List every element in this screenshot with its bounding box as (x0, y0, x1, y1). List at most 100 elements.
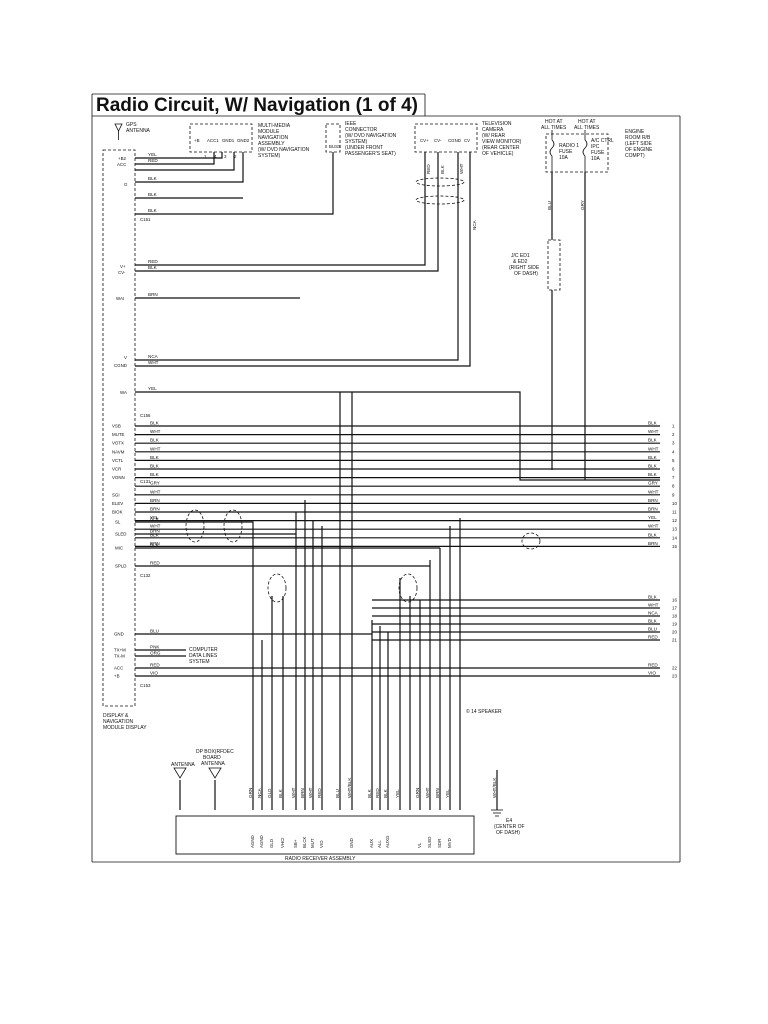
bus-pin-name: VOTX (112, 441, 124, 446)
ieee-label-2: CONNECTOR (345, 127, 378, 133)
bus-wire-label-right: BRN (648, 541, 658, 546)
jb-label-4: OF DASH) (514, 271, 538, 277)
bus-wire-label-right: BRN (648, 498, 658, 503)
bus-wire-label: BLK (150, 472, 160, 477)
bus-wire-label: BRN (150, 541, 160, 546)
receiver-pin-label: AGND (250, 835, 255, 848)
bus-row-number: 4 (672, 449, 675, 454)
wire-label-blk-4: BLK (148, 265, 158, 270)
camera-wire-wht: WHT (459, 163, 464, 174)
upper-pin-labels: +B2 YEL ACC RED BLK G BLK BLK V+ RED CV-… (114, 152, 159, 395)
hot-label-3: HOT AT (578, 119, 596, 125)
tv-pin-cgnd: CGND (448, 138, 461, 143)
wire-label-nca: NCA (148, 354, 159, 359)
mid-pin-name: MIC (115, 546, 123, 551)
pin-name-v: V (124, 355, 127, 360)
mm-label-3: NAVIGATION (258, 135, 288, 141)
bus-row-number: 9 (672, 492, 675, 497)
power-supply: HOT AT ALL TIMES HOT AT ALL TIMES RADIO … (541, 119, 653, 210)
lower-row-number: 16 (672, 598, 677, 603)
data-pin-name: TX-M (114, 654, 125, 659)
lower-row-number: 20 (672, 630, 677, 635)
bottom-wire-label: GLD (267, 788, 272, 798)
bus-row-number: 3 (672, 441, 675, 446)
connector-id-c151: C151 (140, 217, 151, 222)
bottom-wire-label: GRN (248, 788, 253, 798)
receiver-pin-label: VHCI (280, 838, 285, 849)
fuse-wire-blu: BLU (547, 201, 552, 210)
engine-room-label-3: (LEFT SIDE (625, 141, 653, 147)
bottom-wire-label: NCA (257, 787, 262, 798)
camera-wire-red: RED (426, 164, 431, 174)
bottom-wire-label: WHT (425, 787, 430, 798)
bottom-wire-label: YEL (395, 789, 400, 798)
ieee-pin-buss: BUSS (329, 144, 341, 149)
junction-block: J/C ED1 & ED2 (RIGHT SIDE OF DASH) (509, 239, 561, 291)
mm-pin-b: +B (194, 138, 200, 143)
mm-pin-num-2: 2 (234, 154, 237, 159)
fuse1-label-1: RADIO 1 (559, 143, 579, 149)
wire-label-brn: BRN (148, 292, 158, 297)
pin-name-wai: WAI (116, 296, 124, 301)
ground-label-2: (CENTER OF (494, 824, 525, 830)
data-pin-name: TX+M (114, 648, 126, 653)
bus-pin-name: VSB (112, 424, 121, 429)
page-title: Radio Circuit, W/ Navigation (1 of 4) (96, 95, 418, 116)
lower-row-number: 17 (672, 606, 677, 611)
receiver-pin-label: AGND (259, 835, 264, 848)
bus-pin-name: ELEV (112, 501, 123, 506)
bus-row-number: 2 (672, 432, 675, 437)
gps-antenna: GPS ANTENNA (114, 122, 151, 140)
connector-id-c131: C131 (140, 479, 151, 484)
ground-label-1: E4 (506, 818, 512, 824)
receiver-pin-label: AUX (369, 839, 374, 848)
receiver-pin-label: SLED (427, 837, 432, 848)
title-banner: Radio Circuit, W/ Navigation (1 of 4) (91, 93, 426, 116)
computer-data-lines: COMPUTER DATA LINES SYSTEM (189, 647, 218, 665)
data-wire-label: VIO (150, 671, 158, 676)
bus-wire-label-right: GRY (648, 481, 658, 486)
data-wire-label: RED (150, 663, 160, 668)
fuse2-label-1: A/C CTRL (591, 138, 614, 144)
ieee-connector-outline (325, 123, 341, 153)
end-row-number: 23 (672, 674, 677, 679)
mid-pin-name: SL (115, 520, 121, 525)
bus-wire-label: WHT (150, 489, 161, 494)
wire-label-yel-2: YEL (148, 386, 157, 391)
data-pin-name: GND (114, 632, 124, 637)
pin-name-v-plus: V+ (120, 264, 126, 269)
end-wire-label: VIO (648, 671, 656, 676)
tv-camera-outline (414, 123, 478, 153)
data-pin-name: +B (114, 674, 120, 679)
bus-pin-name: MUTE (112, 432, 125, 437)
wire-label-blk-2: BLK (148, 192, 158, 197)
bus-row-number: 1 (672, 424, 675, 429)
lower-row-number: 18 (672, 614, 677, 619)
lower-wire-label: BLU (648, 627, 657, 632)
fuse-block-outline (545, 133, 609, 173)
tv-pin-cv: CV (464, 138, 470, 143)
ieee-label-3: (W/ DVD NAVIGATION (345, 133, 397, 139)
wire-label-red-2: RED (148, 259, 158, 264)
antenna-icon-1 (173, 767, 187, 779)
pin-name-cv-minus: CV- (118, 270, 126, 275)
bus-wire-label-right: BLK (648, 421, 658, 426)
bus-row-number: 14 (672, 535, 677, 540)
mm-pin-num-3: 3 (224, 154, 227, 159)
bus-wire-label-right: YEL (648, 515, 657, 520)
mid-wire-label: BLK (150, 517, 160, 522)
bottom-wire-label: WHT/BLK (347, 777, 352, 798)
ground-label-3: OF DASH) (496, 830, 520, 836)
receiver-pin-label: BLCK (302, 836, 307, 848)
bus-row-number: 7 (672, 475, 675, 480)
bus-wire-label-right: BLK (648, 532, 658, 537)
computer-data-label-3: SYSTEM (189, 659, 210, 665)
bus-wire-label: BLK (150, 532, 160, 537)
bottom-wire-label: BLK (278, 788, 283, 798)
hot-label-1: HOT AT (545, 119, 563, 125)
wire-harness (135, 152, 660, 817)
lower-wire-label: BLK (648, 619, 658, 624)
wire-label-blk-1: BLK (148, 176, 158, 181)
